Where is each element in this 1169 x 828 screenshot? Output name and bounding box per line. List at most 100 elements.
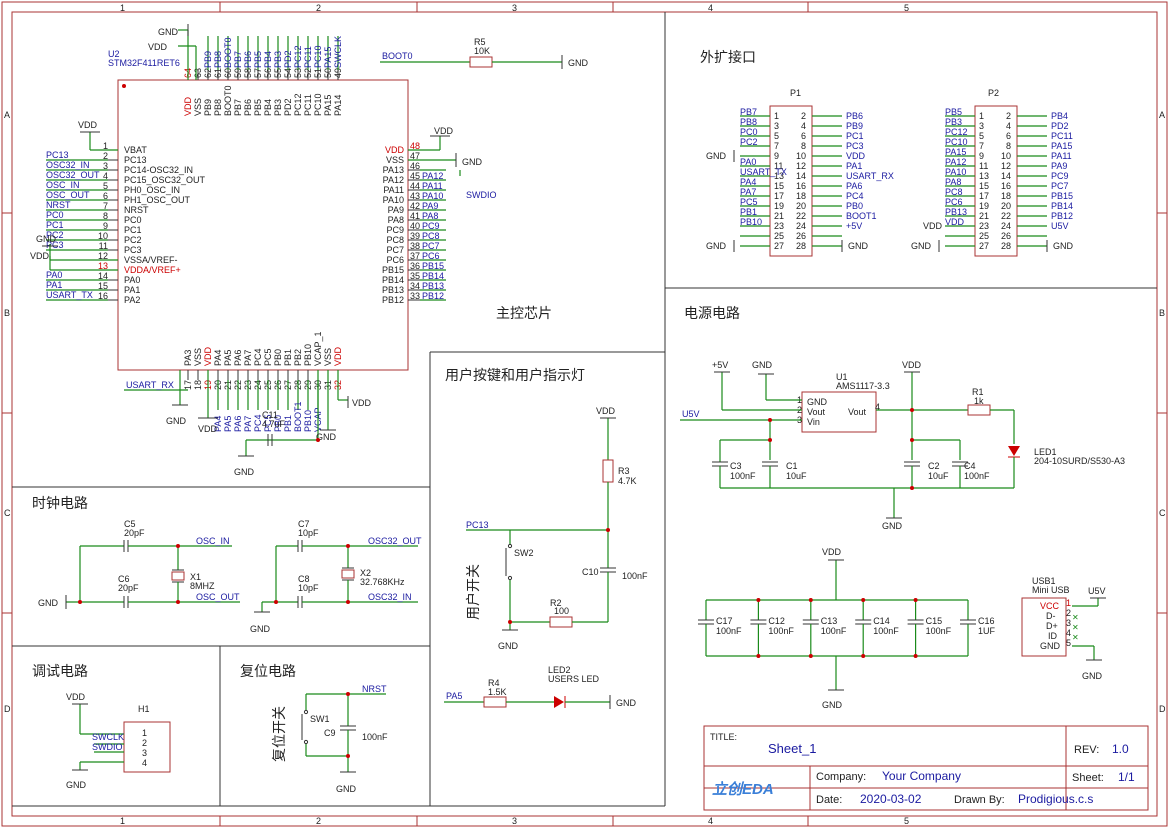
header-pin-num: 17 — [979, 191, 989, 201]
u1-pin-gnd: GND — [807, 397, 828, 407]
mcu-pin-num: 9 — [103, 221, 108, 231]
c10-val: 100nF — [622, 571, 648, 581]
mcu-pin-name: PC13 — [124, 155, 147, 165]
mcu-net-label: USART_RX — [126, 380, 174, 390]
osc-in-net: OSC_IN — [196, 536, 230, 546]
decoup-vdd: VDD — [822, 547, 842, 557]
mcu-net-label: OSC_IN — [46, 180, 80, 190]
header-pin-num: 25 — [979, 231, 989, 241]
mcu-pin-name: PB6 — [243, 99, 253, 116]
c2-ref: C2 — [928, 461, 940, 471]
mcu-pin-name: PB15 — [382, 265, 404, 275]
c1-val: 10uF — [786, 471, 807, 481]
header-net-label: PA15 — [945, 147, 966, 157]
pa5-net: PA5 — [446, 691, 462, 701]
mcu-net-label: PC9 — [422, 221, 440, 231]
header-net-label: PA4 — [740, 177, 756, 187]
junction — [861, 654, 866, 658]
mcu-pin-name: PA13 — [383, 165, 404, 175]
mcu-net-label: PC0 — [46, 210, 64, 220]
r5-ref: R5 — [474, 37, 486, 47]
c5-ref: C5 — [124, 519, 136, 529]
mcu-net-label: OSC_OUT — [46, 190, 90, 200]
mcu-power-wiring: VDD GND VDD GND VDD VDD GND GND VDD GND — [30, 24, 483, 477]
header-vdd-label: VDD — [923, 221, 943, 231]
mcu-net-label: BOOT0 — [223, 37, 233, 68]
header-net-label: PC6 — [945, 197, 963, 207]
header-pin-num: 7 — [774, 141, 779, 151]
mcu-pin-name: VDDA/VREF+ — [124, 265, 181, 275]
mcu-net-label: PB8 — [213, 51, 223, 68]
company-value: Your Company — [882, 769, 961, 783]
header-pin-num: 6 — [801, 131, 806, 141]
header-pin-num: 28 — [1001, 241, 1011, 251]
x1-val: 8MHZ — [190, 581, 215, 591]
header-net-label: PC10 — [945, 137, 968, 147]
mcu-net-label: NRST — [46, 200, 71, 210]
svg-text:✕: ✕ — [1072, 613, 1079, 622]
header-pin-num: 4 — [801, 121, 806, 131]
usb-pin-vcc: VCC — [1040, 601, 1060, 611]
row-label-a-right: A — [1159, 110, 1165, 120]
header-pin-num: 26 — [1001, 231, 1011, 241]
mcu-pin-num: 49 — [333, 68, 343, 78]
sw1-label: 复位开关 — [271, 706, 287, 762]
header-net-label: PC5 — [740, 197, 758, 207]
mcu-net-label: OSC32_IN — [46, 160, 90, 170]
h1-ref: H1 — [138, 704, 150, 714]
mcu-pin-name: PB13 — [382, 285, 404, 295]
header-pin-num: 8 — [801, 141, 806, 151]
mcu-pin-num: 51 — [313, 68, 323, 78]
mcu-pin-name: VSSA/VREF- — [124, 255, 178, 265]
h1-pin-2: 2 — [142, 738, 147, 748]
header-net-label: PA6 — [846, 181, 862, 191]
mcu-pin-name: PC8 — [386, 235, 404, 245]
mcu-pin-name: PB1 — [283, 349, 293, 366]
u1-pin-vout2: Vout — [848, 407, 867, 417]
header-net-label: BOOT1 — [846, 211, 877, 221]
c9-val: 100nF — [362, 732, 388, 742]
section-dividers — [12, 12, 1157, 807]
section-title-power: 电源电路 — [684, 305, 740, 321]
mcu-net-label: PB4 — [263, 51, 273, 68]
row-label-b: B — [4, 308, 10, 318]
header-net-label: PA0 — [740, 157, 756, 167]
header-net-label: PA10 — [945, 167, 966, 177]
mcu-pin-num: 36 — [410, 261, 420, 271]
x1-symbol — [171, 571, 185, 581]
mcu-pin-num: 63 — [193, 68, 203, 78]
header-net-label: PC4 — [846, 191, 864, 201]
mcu-pin-num: 18 — [193, 380, 203, 390]
mcu-pin-name: PB9 — [203, 99, 213, 116]
mcu-pin-name: PA14 — [333, 95, 343, 116]
pc13-net: PC13 — [466, 520, 489, 530]
r1-ref: R1 — [972, 387, 984, 397]
row-label-b-right: B — [1159, 308, 1165, 318]
p2-left-pins: 1PB53PB35PC127PC109PA1511PA1213PA1015PA8… — [911, 107, 989, 252]
header-pin-num: 19 — [774, 201, 784, 211]
section-title-ext: 外扩接口 — [700, 49, 756, 65]
svg-text:4: 4 — [875, 402, 880, 412]
clock-gnd-1: GND — [38, 598, 59, 608]
c6-ref: C6 — [118, 574, 130, 584]
header-pin-num: 18 — [1001, 191, 1011, 201]
vssa-gnd: GND — [36, 234, 57, 244]
mcu-net-label: PC10 — [313, 45, 323, 68]
x2-symbol — [341, 569, 355, 579]
mcu-pin-name: PA12 — [383, 175, 404, 185]
led2-symbol — [554, 696, 564, 708]
mcu-pin-name: PA2 — [124, 295, 140, 305]
r5-val: 10K — [474, 46, 490, 56]
led1-part: 204-10SURD/S530-A3 — [1034, 456, 1125, 466]
mcu-pin-name: BOOT0 — [223, 85, 233, 116]
header-pin-num: 28 — [796, 241, 806, 251]
mcu-pin-name: PB7 — [233, 99, 243, 116]
mcu-net-label: PA6 — [233, 416, 243, 432]
header-pin-num: 23 — [979, 221, 989, 231]
usb-gnd: GND — [1082, 671, 1103, 681]
header-pin-num: 15 — [774, 181, 784, 191]
p1-ref: P1 — [790, 88, 801, 98]
mcu-net-label: PC6 — [422, 251, 440, 261]
header-pin-num: 22 — [1001, 211, 1011, 221]
mcu-net-label: PC13 — [46, 150, 69, 160]
